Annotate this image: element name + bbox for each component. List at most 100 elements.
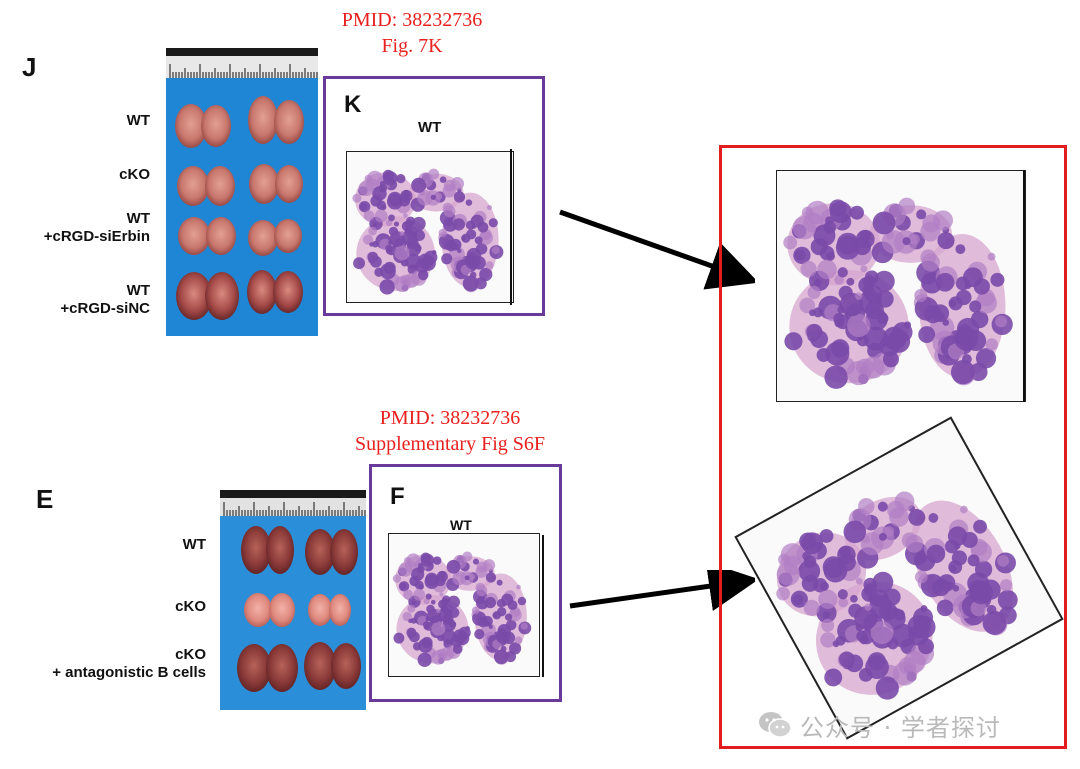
tissue-nodule bbox=[846, 277, 855, 286]
tissue-nodule bbox=[780, 543, 804, 567]
tissue-nodule bbox=[474, 236, 483, 245]
tissue-nodule bbox=[835, 235, 860, 260]
tissue-nodule bbox=[447, 595, 461, 609]
tissue-nodule bbox=[425, 616, 431, 622]
tissue-nodule bbox=[902, 237, 911, 246]
tissue-nodule bbox=[461, 233, 471, 243]
histology-k-zoom bbox=[783, 197, 1013, 389]
tissue-nodule bbox=[825, 341, 850, 366]
tissue-nodule bbox=[877, 501, 888, 512]
tissue-nodule bbox=[974, 560, 993, 578]
tissue-nodule bbox=[908, 509, 926, 526]
tissue-nodule bbox=[931, 304, 950, 323]
panel-f-box: F WT bbox=[369, 464, 562, 702]
tissue-nodule bbox=[809, 309, 816, 317]
tissue-nodule bbox=[394, 276, 411, 293]
tissue-nodule bbox=[362, 234, 374, 245]
tissue-nodule bbox=[406, 216, 416, 226]
tissue-nodule bbox=[819, 581, 829, 591]
tissue-nodule bbox=[872, 571, 894, 593]
tissue-nodule bbox=[380, 204, 387, 211]
tissue-nodule bbox=[961, 531, 978, 548]
tissue-nodule bbox=[422, 621, 430, 629]
tissue-nodule bbox=[367, 170, 383, 187]
tissue-nodule bbox=[464, 575, 470, 581]
tissue-nodule bbox=[491, 246, 500, 255]
tissue-nodule bbox=[449, 238, 462, 251]
tissue-nodule bbox=[398, 581, 410, 592]
tissue-nodule bbox=[450, 177, 465, 191]
arrow-k-to-zoom bbox=[559, 209, 755, 290]
tissue-nodule bbox=[864, 603, 872, 611]
tissue-nodule bbox=[465, 199, 473, 206]
tissue-nodule bbox=[488, 218, 498, 228]
tissue-nodule bbox=[855, 292, 863, 300]
tissue-nodule bbox=[855, 577, 863, 585]
tissue-nodule bbox=[784, 332, 803, 351]
tissue-nodule bbox=[413, 588, 426, 601]
tissue-nodule bbox=[856, 630, 868, 642]
panel-k-label: WT bbox=[418, 119, 442, 136]
lung-photo-e bbox=[220, 516, 366, 710]
tissue-nodule bbox=[424, 250, 438, 264]
tissue-nodule bbox=[855, 623, 864, 632]
zoomed-k-edge bbox=[1023, 170, 1025, 402]
tissue-nodule bbox=[520, 622, 528, 630]
tissue-nodule bbox=[916, 209, 927, 220]
tissue-nodule bbox=[410, 567, 425, 581]
tissue-nodule bbox=[423, 598, 430, 605]
lung-specimens-e bbox=[237, 526, 361, 692]
tissue-nodule bbox=[474, 629, 485, 640]
tissue-nodule bbox=[401, 229, 418, 246]
arrow-f-to-zoom bbox=[569, 570, 755, 611]
tissue-nodule bbox=[509, 642, 522, 655]
tissue-nodule bbox=[936, 599, 954, 617]
tissue-nodule bbox=[400, 258, 409, 267]
tissue-nodule bbox=[814, 278, 822, 287]
tissue-nodule bbox=[402, 611, 412, 622]
panel-f-label: WT bbox=[450, 517, 472, 533]
tissue-nodule bbox=[442, 595, 451, 604]
panel-letter-k: K bbox=[344, 91, 362, 118]
tissue-nodule bbox=[516, 584, 521, 590]
tissue-nodule bbox=[807, 285, 821, 300]
tissue-nodule bbox=[502, 602, 507, 607]
tissue-nodule bbox=[367, 251, 379, 263]
tissue-nodule bbox=[458, 626, 471, 639]
tissue-nodule bbox=[411, 177, 427, 193]
tissue-nodule bbox=[928, 513, 939, 523]
tissue-nodule bbox=[954, 542, 961, 550]
tissue-nodule bbox=[914, 570, 928, 584]
tissue-nodule bbox=[846, 360, 871, 386]
row-label-j-3: WT +cRGD-siErbin bbox=[43, 210, 150, 245]
panel-f-edge bbox=[542, 535, 544, 677]
tissue-nodule bbox=[1000, 579, 1013, 592]
tissue-nodule bbox=[792, 215, 817, 240]
tissue-nodule bbox=[969, 300, 982, 313]
tissue-nodule bbox=[914, 288, 928, 302]
panel-k-box: K WT bbox=[323, 76, 545, 316]
tissue-nodule bbox=[358, 180, 374, 197]
tissue-nodule bbox=[406, 627, 417, 638]
lung-photo-j bbox=[166, 78, 318, 336]
tissue-nodule bbox=[833, 313, 845, 325]
tissue-nodule bbox=[369, 242, 374, 247]
tissue-nodule bbox=[408, 618, 413, 624]
tissue-nodule bbox=[387, 239, 394, 246]
tissue-nodule bbox=[913, 607, 934, 628]
tissue-nodule bbox=[418, 584, 424, 590]
histology-k bbox=[352, 168, 504, 295]
tissue-nodule bbox=[471, 606, 480, 615]
tissue-nodule bbox=[358, 200, 371, 213]
tissue-nodule bbox=[802, 551, 811, 561]
row-label-e-3: cKO + antagonistic B cells bbox=[52, 646, 206, 681]
tissue-nodule bbox=[479, 267, 493, 282]
tissue-nodule bbox=[964, 282, 972, 289]
tissue-nodule bbox=[973, 519, 987, 534]
panel-letter-f: F bbox=[390, 483, 405, 510]
lung-specimens-j bbox=[175, 96, 304, 320]
tissue-nodule bbox=[858, 498, 875, 515]
tissue-section-k bbox=[346, 151, 514, 303]
tissue-nodule bbox=[386, 193, 403, 210]
tissue-nodule bbox=[955, 244, 966, 255]
